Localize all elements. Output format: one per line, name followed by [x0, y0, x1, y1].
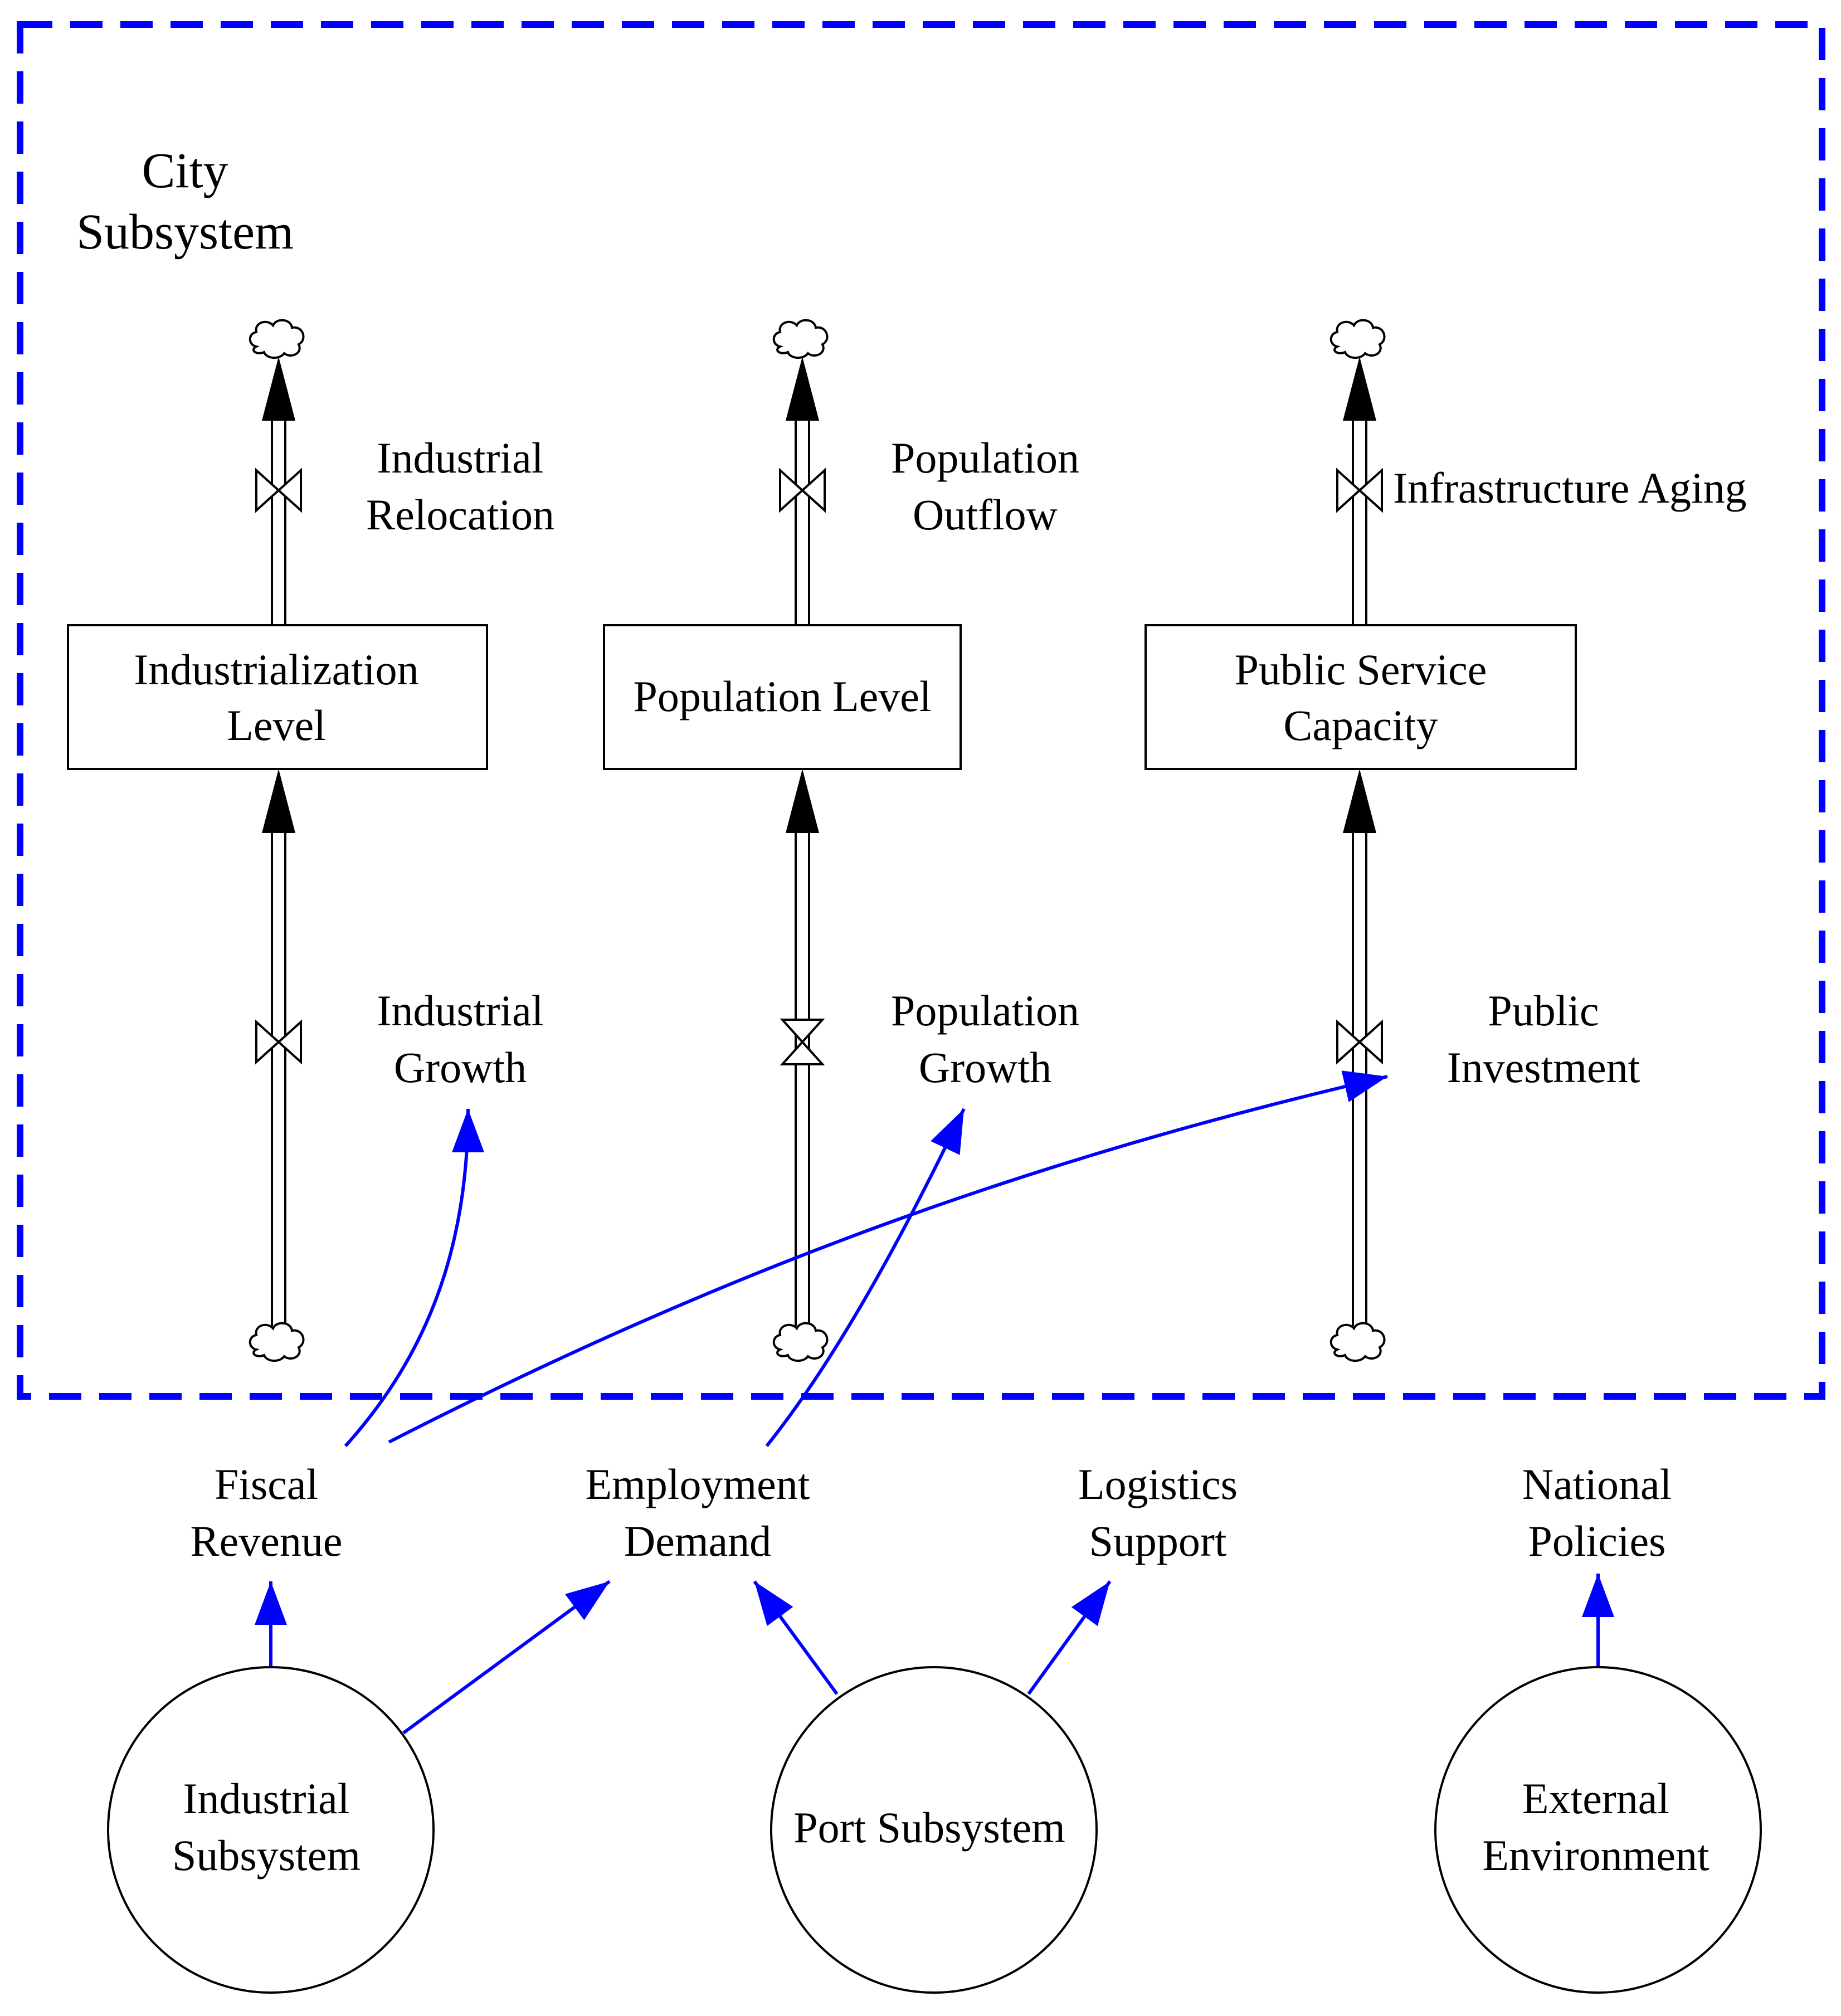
stock-industrialization-line1: Industrialization [134, 645, 418, 694]
stock-population-line1: Population Level [633, 672, 931, 720]
industrial-subsystem-line2: Subsystem [172, 1831, 361, 1879]
public-service-flow-pipes [1352, 418, 1367, 1326]
external-environment-line1: External [1522, 1774, 1669, 1823]
aux-employment-demand-line2: Demand [624, 1517, 771, 1565]
port-subsystem-line1: Port Subsystem [793, 1803, 1065, 1852]
stock-public-service-line1: Public Service [1235, 645, 1487, 694]
outflow-population-outflow-line2: Outflow [913, 490, 1058, 539]
aux-fiscal-revenue-line2: Revenue [191, 1517, 343, 1565]
inflow-public-investment-line1: Public [1488, 986, 1599, 1035]
public-service-inflow-arrowhead [1343, 769, 1376, 833]
population-inflow-arrowhead [786, 769, 819, 833]
link-port-subsystem-to-employment-demand [753, 1580, 839, 1695]
city-subsystem-boundary [17, 21, 1825, 1400]
industrialization-inflow-arrowhead [262, 769, 295, 833]
inflow-industrial-growth-line2: Growth [394, 1043, 527, 1092]
link-port-subsystem-to-logistics-support [1027, 1580, 1112, 1695]
industrial-subsystem-circle [107, 1666, 435, 1994]
population-outflow-valve-icon [779, 469, 826, 512]
link-fiscal-revenue-to-industrial-growth [344, 1108, 484, 1448]
population-outflow-arrowhead [786, 357, 819, 421]
industrial-relocation-arrowhead [262, 357, 295, 421]
stock-industrialization-level [67, 624, 488, 770]
port-subsystem-circle [770, 1666, 1098, 1994]
industrial-growth-valve-icon [255, 1021, 302, 1063]
outflow-infrastructure-aging-line1: Infrastructure Aging [1393, 464, 1747, 512]
aux-national-policies-line2: Policies [1528, 1517, 1666, 1565]
infrastructure-aging-valve-icon [1336, 469, 1383, 512]
industrial-sink-cloud-icon [249, 319, 305, 359]
industrial-relocation-valve-icon [255, 469, 302, 512]
link-industrial-subsystem-to-employment-demand [402, 1580, 611, 1735]
aux-employment-demand-line1: Employment [586, 1460, 810, 1508]
external-environment-line2: Environment [1482, 1831, 1709, 1879]
aux-logistics-support-line2: Support [1089, 1517, 1226, 1565]
outflow-industrial-relocation-line2: Relocation [366, 490, 554, 539]
boundary-title-line2: Subsystem [76, 204, 294, 260]
infrastructure-aging-arrowhead [1343, 357, 1376, 421]
stock-public-service-capacity [1144, 624, 1577, 770]
outflow-population-outflow-line1: Population [891, 434, 1079, 482]
aux-fiscal-revenue-line1: Fiscal [215, 1460, 318, 1508]
inflow-population-growth-line2: Growth [919, 1043, 1051, 1092]
population-growth-valve-icon [781, 1019, 824, 1065]
aux-logistics-support-line1: Logistics [1078, 1460, 1238, 1508]
aux-national-policies-line1: National [1522, 1460, 1672, 1508]
boundary-title-line1: City [142, 143, 228, 198]
population-sink-cloud-icon [772, 319, 829, 359]
public-service-source-cloud-icon [1329, 1322, 1386, 1362]
inflow-public-investment-line2: Investment [1447, 1043, 1640, 1092]
external-environment-circle [1434, 1666, 1762, 1994]
causal-links [255, 1070, 1614, 1735]
population-source-cloud-icon [772, 1322, 829, 1362]
link-employment-demand-to-population-growth [765, 1108, 966, 1447]
industrial-subsystem-line1: Industrial [183, 1774, 350, 1823]
inflow-industrial-growth-line1: Industrial [377, 986, 544, 1035]
industrial-source-cloud-icon [249, 1322, 305, 1362]
link-fiscal-revenue-to-public-investment [388, 1070, 1388, 1444]
stock-industrialization-line2: Level [227, 701, 326, 749]
public-service-sink-cloud-icon [1329, 319, 1386, 359]
stock-population-level [603, 624, 962, 770]
public-investment-valve-icon [1336, 1021, 1383, 1063]
population-flow-pipes [795, 418, 810, 1326]
outflow-industrial-relocation-line1: Industrial [377, 434, 544, 482]
stock-public-service-line2: Capacity [1283, 701, 1438, 749]
industrialization-flow-pipes [271, 418, 286, 1326]
inflow-population-growth-line1: Population [891, 986, 1079, 1035]
